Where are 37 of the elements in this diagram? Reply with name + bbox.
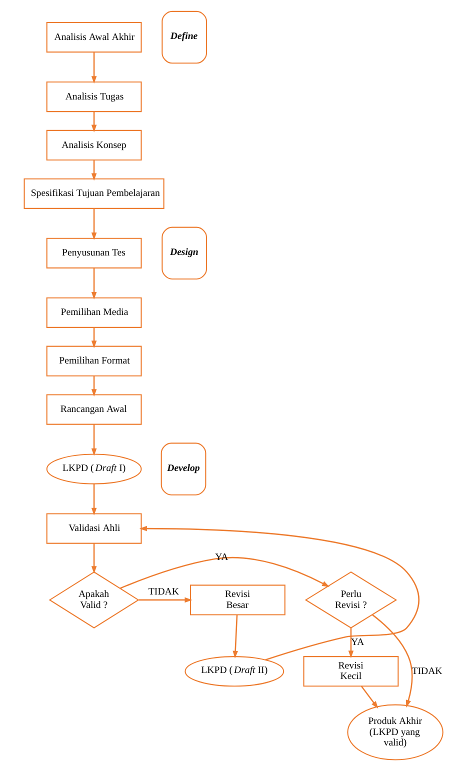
arrow bbox=[372, 614, 412, 708]
node-box: Spesifikasi Tujuan Pembelajaran bbox=[23, 178, 164, 209]
node-box: Analisis Tugas bbox=[46, 81, 142, 112]
node-diamond: Apakah Valid ? bbox=[48, 571, 139, 628]
node-box: Penyusunan Tes bbox=[46, 238, 142, 268]
arrow bbox=[138, 597, 192, 603]
arrow bbox=[90, 484, 96, 516]
arrow bbox=[348, 628, 354, 658]
arrow bbox=[138, 526, 419, 660]
node-box: Define bbox=[161, 10, 207, 64]
node-box: Validasi Ahli bbox=[46, 513, 142, 544]
arrow bbox=[90, 160, 96, 181]
node-diamond: Perlu Revisi ? bbox=[304, 571, 397, 628]
arrow bbox=[90, 424, 96, 456]
arrow bbox=[90, 112, 96, 132]
node-box: Develop bbox=[160, 442, 206, 496]
arrow bbox=[90, 208, 96, 240]
node-box: Analisis Awal Akhir bbox=[46, 22, 142, 53]
node-box: Design bbox=[161, 226, 207, 280]
arrow bbox=[360, 686, 378, 709]
arrow bbox=[90, 268, 96, 300]
node-box: Pemilihan Media bbox=[46, 297, 142, 328]
arrow bbox=[232, 614, 238, 658]
node-box: Rancangan Awal bbox=[46, 394, 142, 425]
arrow bbox=[119, 556, 330, 589]
node-box: Revisi Besar bbox=[189, 584, 285, 616]
node-box: Revisi Kecil bbox=[302, 656, 398, 687]
edge-label: TIDAK bbox=[148, 586, 179, 598]
node-ellipse: LKPD (Draft II) bbox=[184, 656, 284, 687]
node-ellipse: Produk Akhir (LKPD yang valid) bbox=[346, 704, 443, 760]
node-ellipse: LKPD (Draft I) bbox=[46, 454, 142, 484]
arrow bbox=[90, 52, 96, 84]
arrow bbox=[90, 328, 96, 348]
arrow bbox=[90, 543, 96, 574]
node-box: Pemilihan Format bbox=[46, 346, 142, 376]
node-box: Analisis Konsep bbox=[46, 130, 142, 161]
arrow bbox=[90, 376, 96, 397]
